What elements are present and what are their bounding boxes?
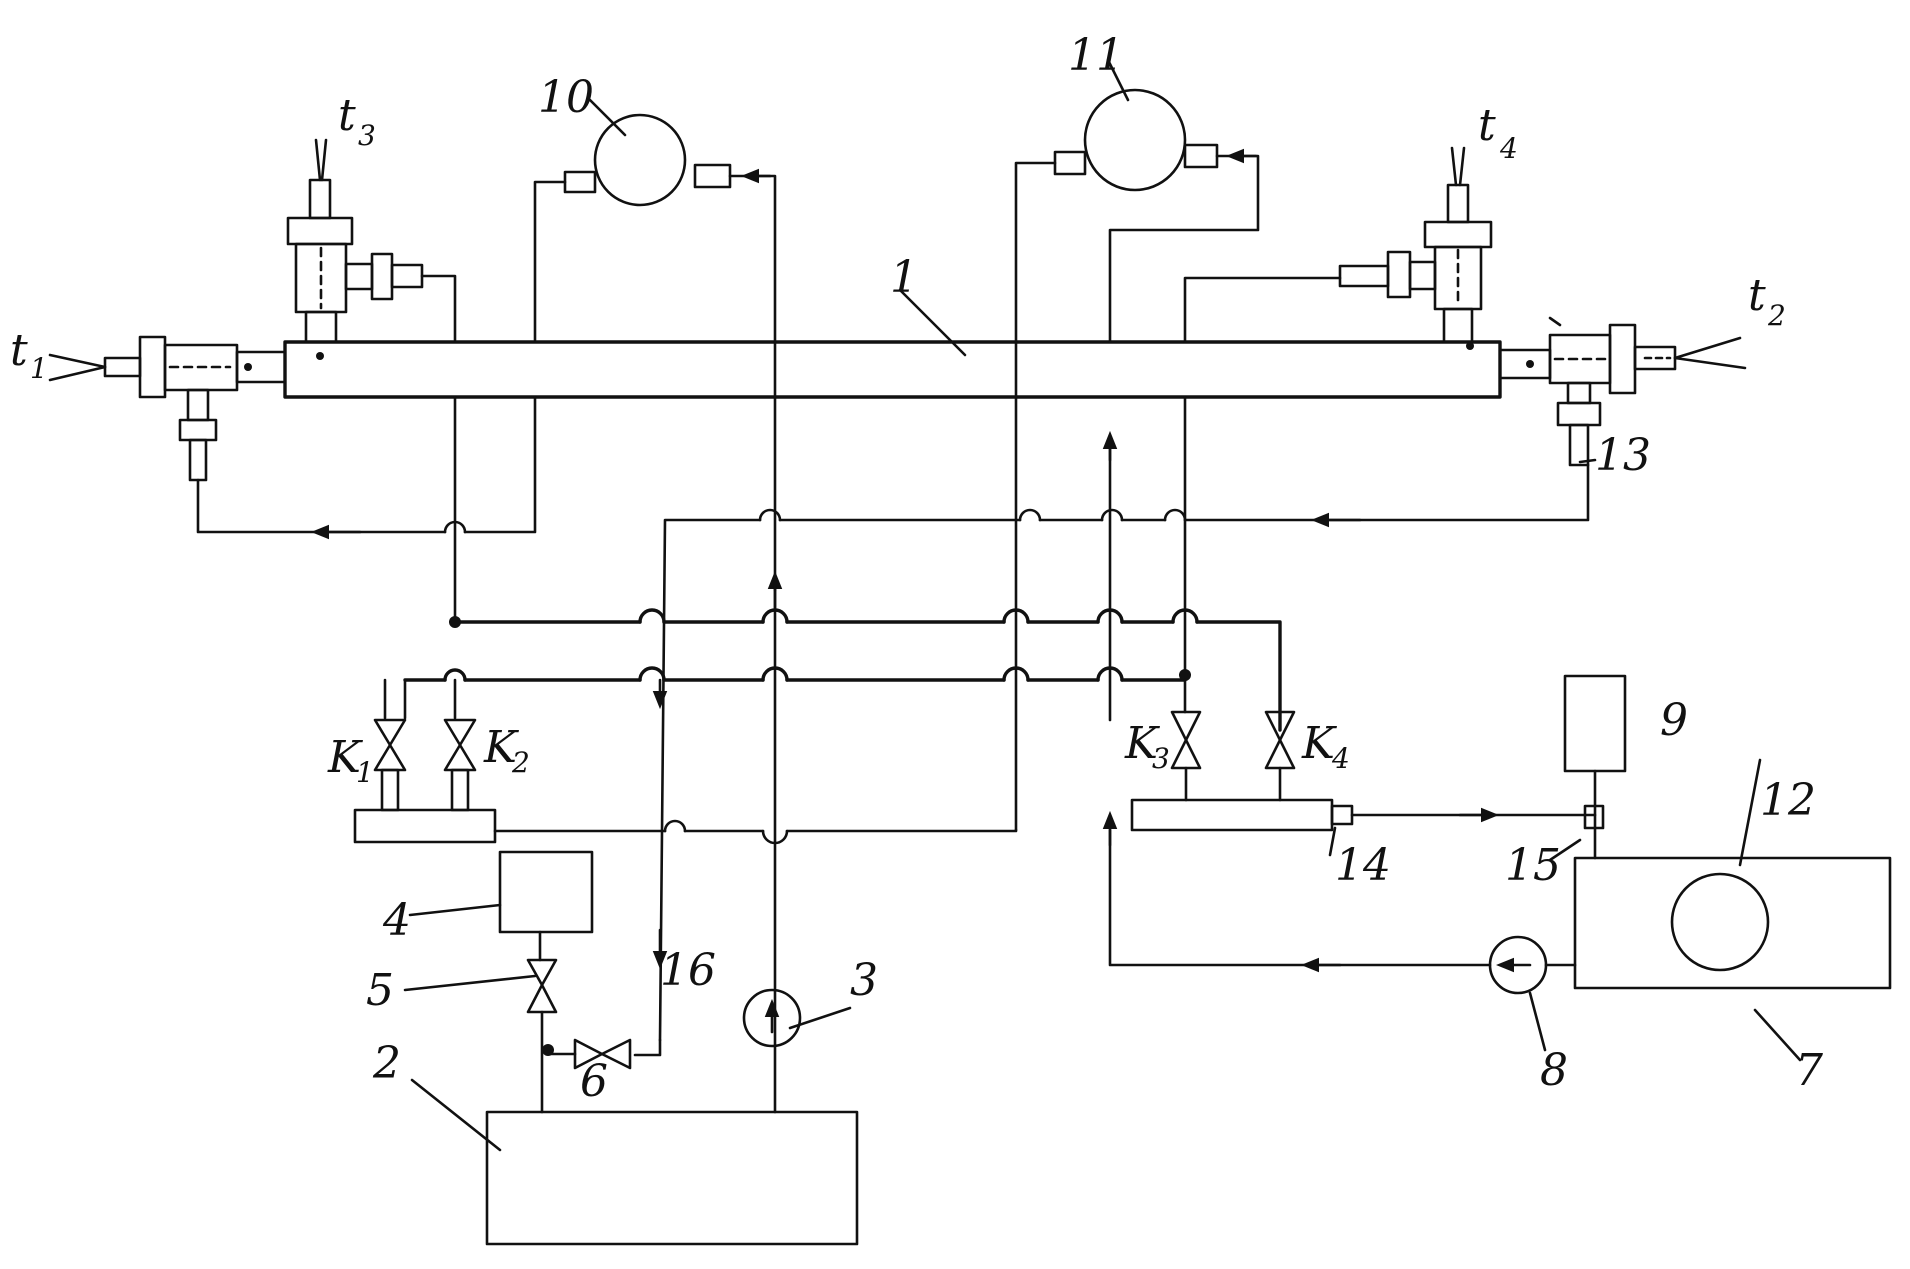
valve-k3[interactable]	[1170, 678, 1202, 802]
label-k2: K	[483, 722, 519, 773]
label-k4: K	[1301, 718, 1337, 769]
label-1: 1	[890, 252, 918, 303]
label-14: 14	[1335, 840, 1391, 891]
label-3: 3	[850, 955, 878, 1006]
label-12: 12	[1760, 775, 1816, 826]
main-tube	[283, 288, 1502, 399]
left-end-fitting	[48, 335, 287, 482]
label-t3: t	[338, 90, 356, 141]
t4-sensor	[1338, 146, 1493, 350]
label-2: 2	[372, 1038, 401, 1089]
label-k2-sub: 2	[511, 746, 530, 779]
right-end-fitting	[1498, 323, 1747, 467]
label-t1-sub: 1	[30, 352, 48, 385]
tank-2	[485, 1110, 859, 1246]
label-10: 10	[538, 72, 594, 123]
label-t4-sub: 4	[1499, 132, 1518, 165]
element-12	[1670, 872, 1770, 972]
label-t3-sub: 3	[358, 119, 376, 152]
label-k1: K	[327, 732, 363, 783]
label-5: 5	[366, 965, 394, 1016]
chamber-7	[1573, 856, 1892, 990]
label-t2-sub: 2	[1767, 299, 1786, 332]
valve-k4[interactable]	[1264, 710, 1296, 802]
t3-sensor	[286, 138, 424, 360]
label-6: 6	[580, 1056, 608, 1107]
label-t2: t	[1748, 270, 1766, 321]
distributor-right	[1130, 798, 1354, 832]
container-4	[498, 850, 594, 962]
distributor-left	[353, 808, 497, 844]
box-9	[1563, 674, 1627, 860]
label-t1: t	[10, 325, 28, 376]
label-16: 16	[660, 945, 716, 996]
labels: 1 2 3 4 5 6 7 8 9 10 11 12 13 14 15 16 t…	[10, 30, 1823, 1107]
pump-3	[742, 988, 802, 1048]
label-13: 13	[1595, 430, 1651, 481]
pump-8	[1488, 935, 1577, 995]
leader-lines	[403, 58, 1802, 1152]
label-15: 15	[1505, 840, 1561, 891]
label-k1-sub: 1	[356, 756, 374, 789]
flowmeter-11	[1014, 88, 1260, 832]
label-7: 7	[1795, 1045, 1823, 1096]
label-4: 4	[382, 895, 411, 946]
label-k4-sub: 4	[1331, 742, 1350, 775]
label-k3: K	[1124, 718, 1160, 769]
valve-k1[interactable]	[373, 678, 407, 812]
flowmeter-10	[533, 113, 777, 1114]
valve-5[interactable]	[526, 958, 558, 1114]
label-9: 9	[1660, 695, 1688, 746]
pipe-network	[196, 274, 1597, 1057]
valve-k2[interactable]	[443, 678, 477, 812]
label-t4: t	[1478, 100, 1496, 151]
label-11: 11	[1068, 30, 1124, 81]
valve-6[interactable]	[546, 1038, 632, 1070]
label-8: 8	[1540, 1045, 1568, 1096]
label-k3-sub: 3	[1152, 742, 1170, 775]
sensor-15	[1583, 804, 1605, 830]
